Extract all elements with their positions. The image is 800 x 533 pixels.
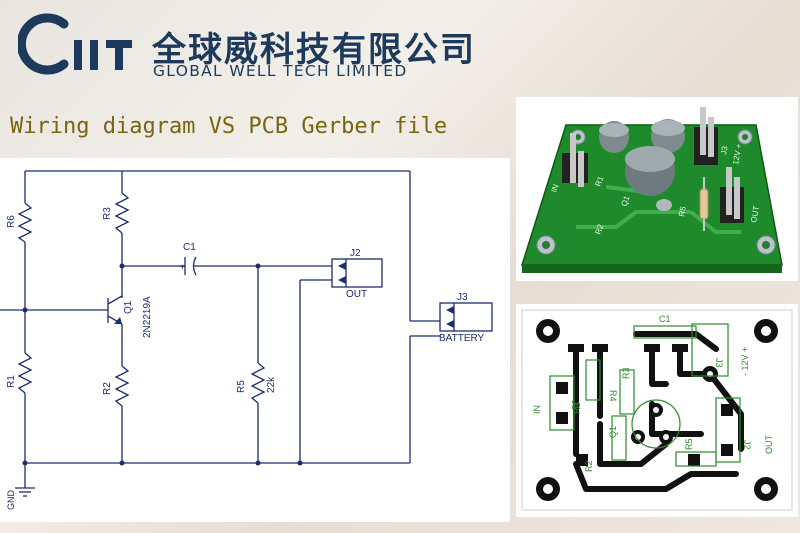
gerber-r5-label: R5 <box>684 438 694 450</box>
r6-label: R6 <box>6 215 17 228</box>
r5-label: R5 <box>236 380 247 393</box>
pcb3d-r5-label: R5 <box>677 205 688 217</box>
pcb3d-q1-label: Q1 <box>619 194 631 208</box>
r1-label: R1 <box>6 375 17 388</box>
pcb3d-12v-label: 12V + <box>731 143 744 166</box>
gerber-c1-label: C1 <box>659 314 671 324</box>
gerber-12v-label: - 12V + <box>740 347 750 376</box>
pcb3d-r2-label: R2 <box>593 222 605 235</box>
out-label: OUT <box>346 289 367 300</box>
q1-part-label: 2N2219A <box>142 296 153 338</box>
gerber-j1-label: J1 <box>570 400 580 410</box>
svg-text:+: + <box>180 262 185 272</box>
gerber-out-label: OUT <box>764 435 774 455</box>
gerber-r2-label: R2 <box>584 460 594 472</box>
j2-label: J2 <box>350 248 361 259</box>
company-name-cn: 全球威科技有限公司 <box>152 30 476 70</box>
gerber-r3-label: R3 <box>621 367 631 379</box>
gerber-r1-label: R1 <box>572 402 582 414</box>
pcb-3d-render: IN R1 Q1 R2 R5 J3 12V + OUT <box>516 97 798 281</box>
battery-label: BATTERY <box>439 333 485 344</box>
gerber-j2-label: J2 <box>742 440 752 450</box>
pcb3d-out-label: OUT <box>749 205 761 223</box>
gerber-r4-label: R4 <box>608 390 618 402</box>
pcb-gerber-layout: C1 R3 R1 R2 R4 Q1 R5 IN J1 J2 J3 OUT - 1… <box>516 304 798 517</box>
r5-value-label: 22k <box>266 376 277 393</box>
j3-label: J3 <box>457 292 468 303</box>
company-logo <box>18 13 132 75</box>
c1-label: C1 <box>183 242 196 253</box>
q1-label: Q1 <box>123 300 134 314</box>
gerber-in-label: IN <box>532 405 542 414</box>
wiring-diagram: R6 R3 C1 + J2 OUT Q1 2N2219A J3 BATTERY … <box>0 158 510 522</box>
r3-label: R3 <box>102 207 113 220</box>
company-name-en: GLOBAL WELL TECH LIMITED <box>153 62 408 80</box>
gerber-j3-label: J3 <box>714 358 724 368</box>
gnd-label: GND <box>6 490 16 511</box>
page-title: Wiring diagram VS PCB Gerber file <box>10 114 448 139</box>
pcb3d-j3-label: J3 <box>719 145 729 155</box>
gerber-q1-label: Q1 <box>608 426 618 438</box>
r2-label: R2 <box>102 382 113 395</box>
pcb3d-in-label: IN <box>549 183 560 194</box>
pcb3d-r1-label: R1 <box>593 174 605 187</box>
